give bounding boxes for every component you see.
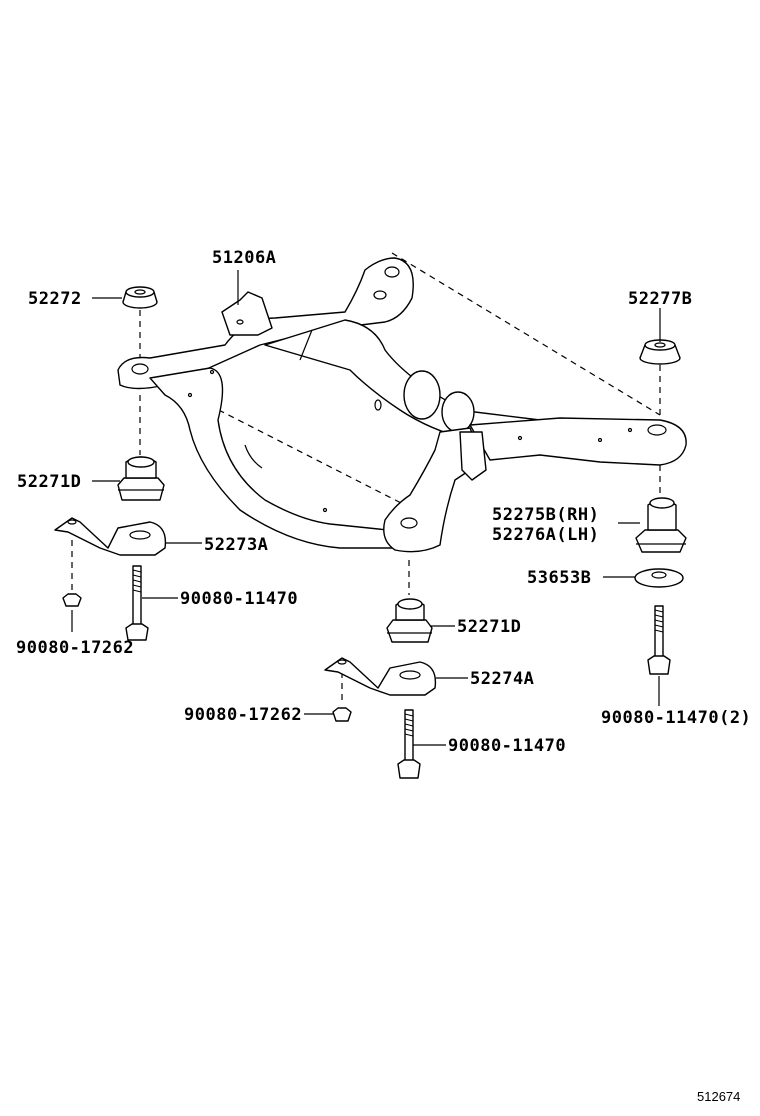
cap-52277b: [639, 339, 681, 365]
diagram-id: 512674: [697, 1089, 741, 1104]
leader-lines: [71, 270, 661, 746]
bracket-52274a: [324, 657, 437, 696]
label-90080-17262-center: 90080-17262: [184, 705, 303, 725]
label-90080-11470-right: 90080-11470(2): [601, 708, 752, 728]
bolt-90080-11470-left: [125, 565, 149, 641]
label-52273a: 52273A: [204, 535, 269, 555]
label-90080-11470-center: 90080-11470: [448, 736, 567, 756]
label-90080-11470-left: 90080-11470: [180, 589, 299, 609]
label-52276a-lh: 52276A(LH): [492, 525, 600, 545]
nut-90080-17262-left: [62, 593, 82, 607]
nut-90080-17262-center: [332, 707, 352, 722]
bushing-52271d-left: [117, 456, 165, 501]
label-52277b: 52277B: [628, 289, 693, 309]
bushing-52271d-center: [386, 598, 433, 643]
label-90080-17262-left: 90080-17262: [16, 638, 135, 658]
label-52271d-left: 52271D: [17, 472, 82, 492]
label-53653b: 53653B: [527, 568, 592, 588]
label-52274a: 52274A: [470, 669, 535, 689]
bolt-90080-11470-center: [397, 709, 421, 779]
bracket-52273a: [54, 517, 167, 556]
label-52272: 52272: [28, 289, 82, 309]
bolt-90080-11470-right: [647, 605, 671, 675]
bushing-52275b-right: [635, 497, 687, 553]
label-51206a: 51206A: [212, 248, 277, 268]
washer-52272: [122, 286, 158, 309]
washer-53653b: [634, 568, 684, 588]
label-52271d-center: 52271D: [457, 617, 522, 637]
label-52275b-rh: 52275B(RH): [492, 505, 600, 525]
subframe-crossmember: [117, 257, 687, 553]
